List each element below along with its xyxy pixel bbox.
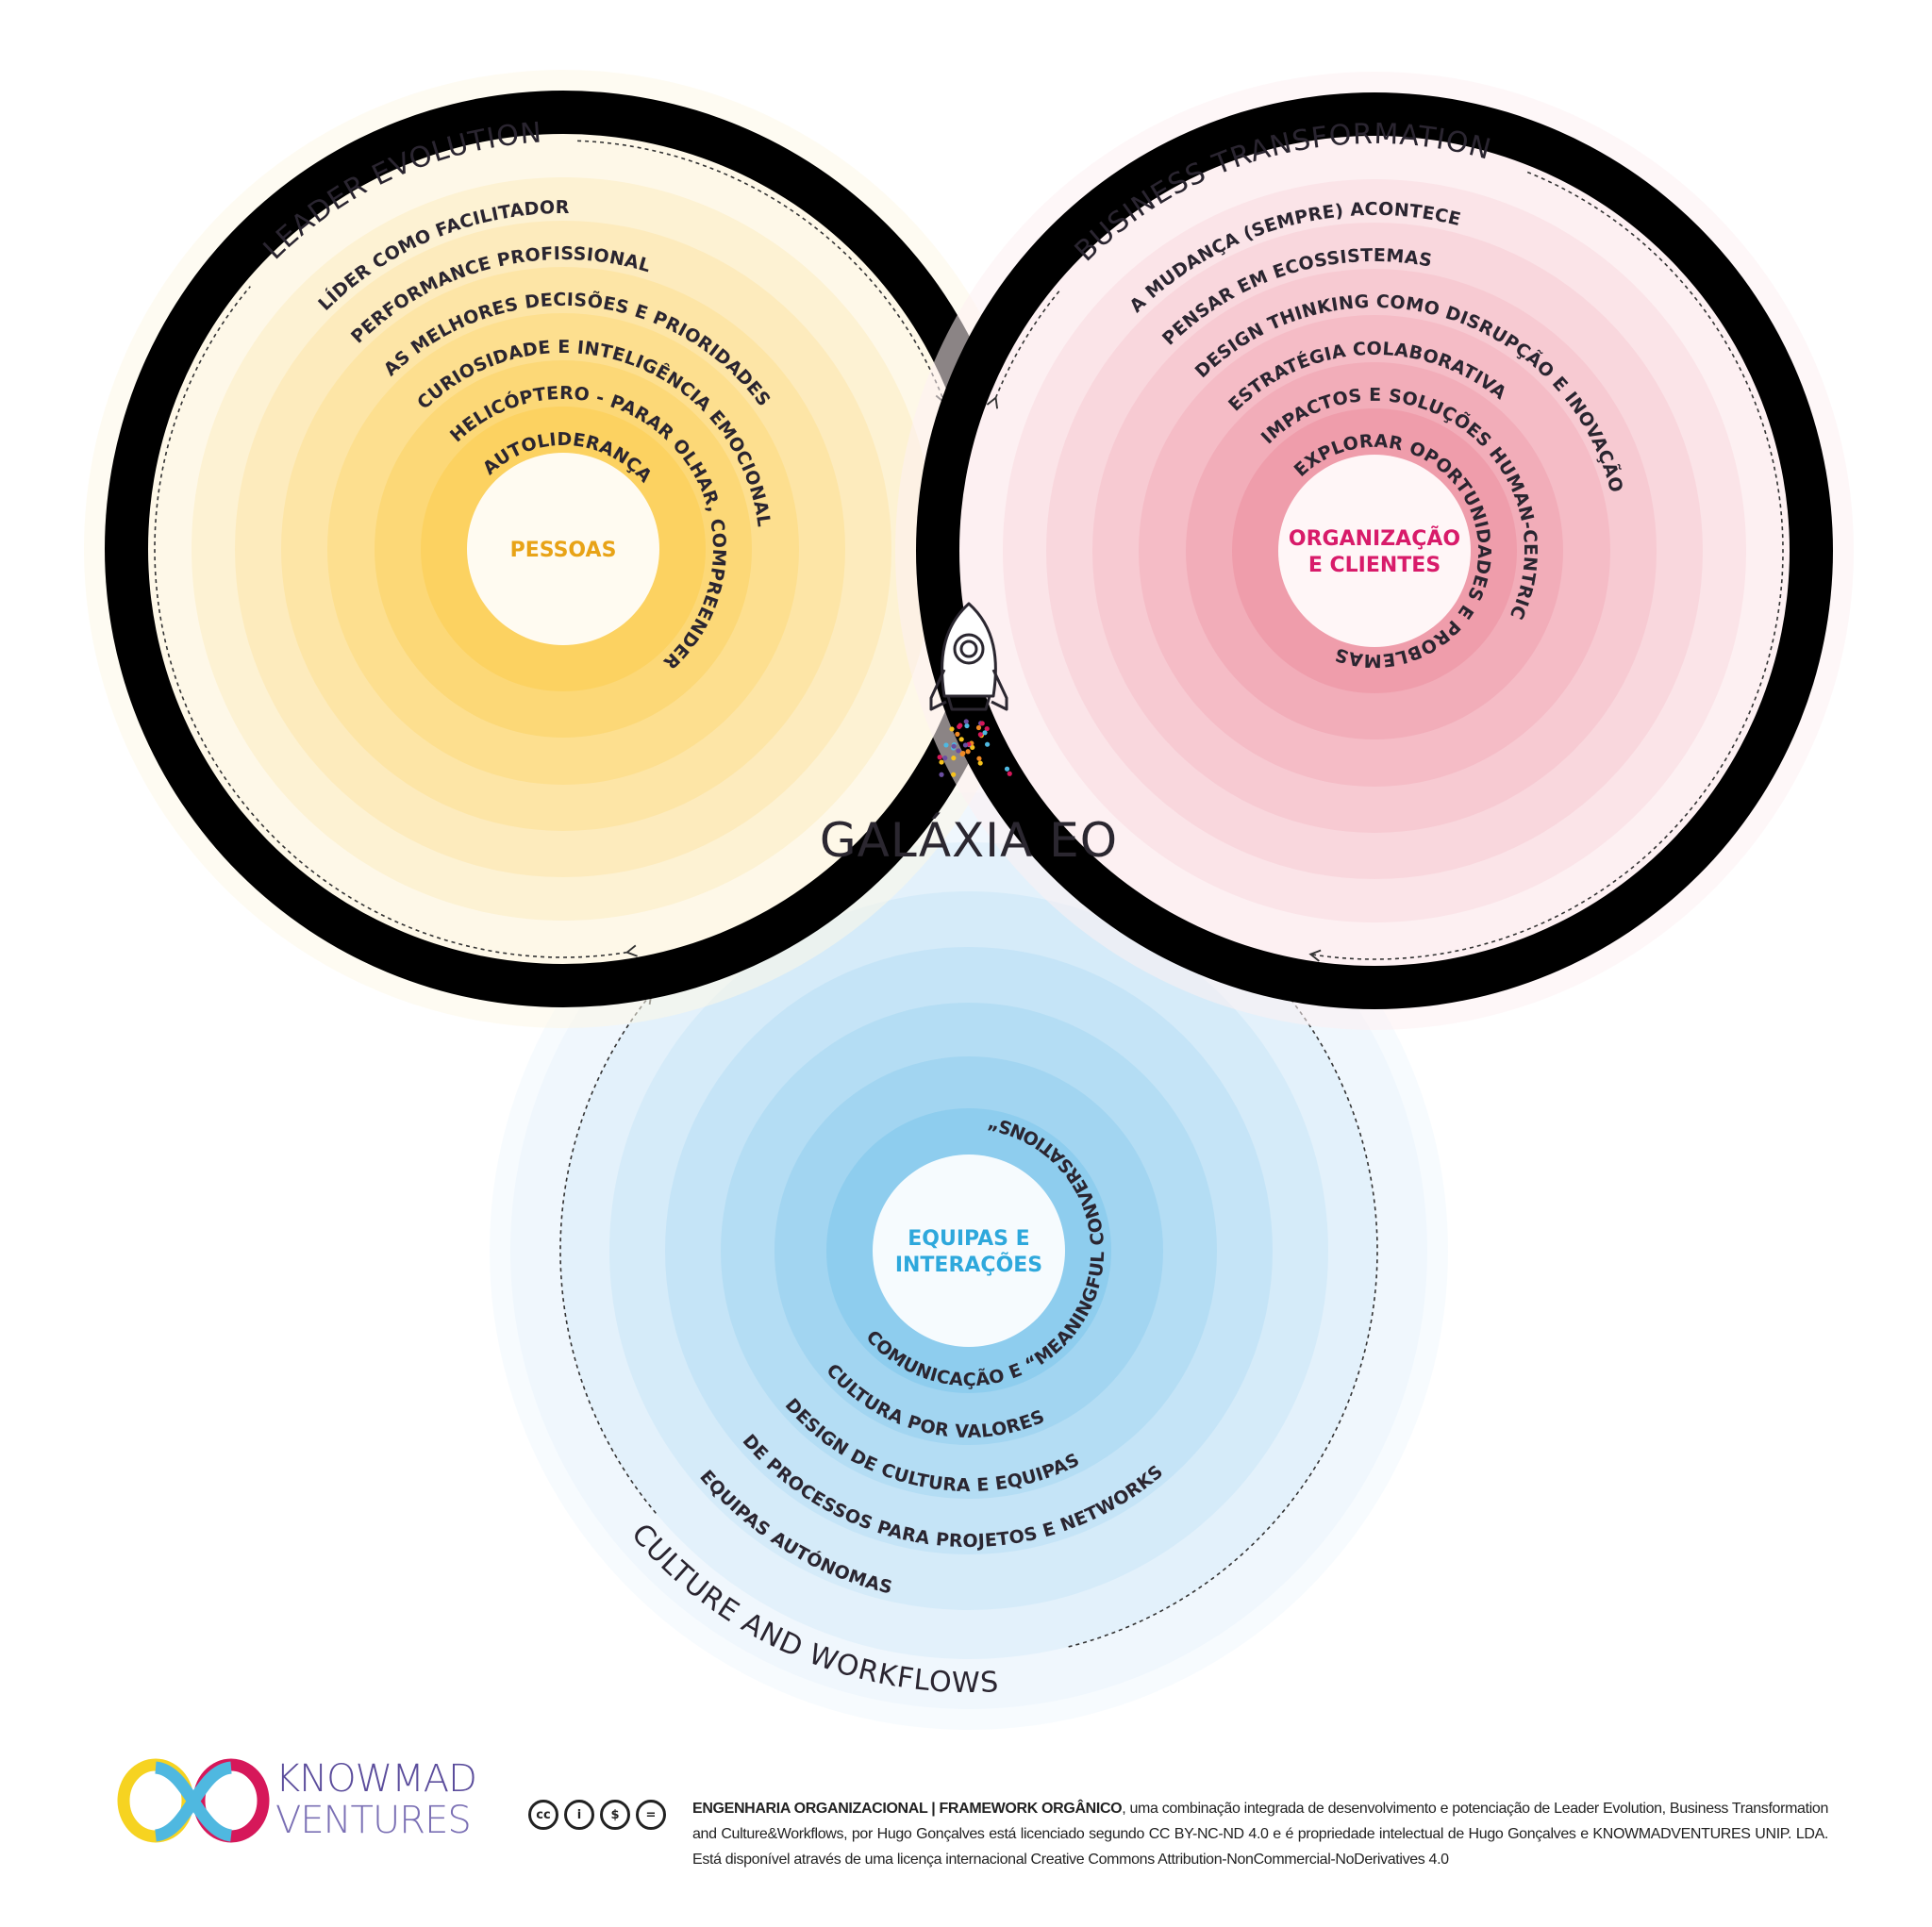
center-label: PESSOAS <box>510 539 617 562</box>
confetti-dot <box>951 743 957 749</box>
confetti-dot <box>975 724 982 731</box>
cc-icon: cc <box>528 1800 558 1830</box>
confetti-dot <box>958 737 964 742</box>
confetti-dot <box>964 723 970 729</box>
brand-line-2: VENTURES <box>275 1799 472 1842</box>
license-title: ENGENHARIA ORGANIZACIONAL | FRAMEWORK OR… <box>692 1801 1123 1817</box>
dashed-flow-arrow <box>559 992 657 1514</box>
noderivatives-icon: = <box>636 1800 666 1830</box>
confetti-dot <box>959 751 965 756</box>
confetti-dot <box>957 723 962 730</box>
center-label: EQUIPAS E <box>908 1227 1029 1251</box>
culture-and-workflows-circle: COMUNICAÇÃO E “MEANINGFUL CONVERSATIONS“… <box>490 772 1448 1730</box>
confetti-dot <box>943 742 949 748</box>
license-text: ENGENHARIA ORGANIZACIONAL | FRAMEWORK OR… <box>692 1796 1828 1872</box>
confetti-dot <box>1004 766 1010 772</box>
confetti-dot <box>965 749 971 755</box>
confetti-dot <box>937 755 942 760</box>
rocket-logo <box>929 602 1012 777</box>
dashed-flow-arrow <box>577 140 947 405</box>
brand-line-1: KNOWMAD <box>275 1757 477 1801</box>
rocket-icon <box>929 602 1008 711</box>
confetti-dot <box>970 744 975 751</box>
confetti-dots <box>937 719 1012 777</box>
confetti-dot <box>976 756 982 761</box>
confetti-dot <box>984 725 990 732</box>
center-label: E CLIENTES <box>1308 554 1441 577</box>
confetti-dot <box>951 772 957 777</box>
license-body: , uma combinação integrada de desenvolvi… <box>692 1801 1828 1868</box>
business-transformation-circle: EXPLORAR OPORTUNIDADES E PROBLEMASIMPACT… <box>895 72 1854 1030</box>
knowmad-ventures-wordmark: KNOWMAD VENTURES <box>275 1757 477 1842</box>
noncommercial-icon: $ <box>600 1800 630 1830</box>
dashed-flow-arrow <box>1067 982 1378 1648</box>
confetti-dot <box>939 772 944 777</box>
attribution-icon: i <box>564 1800 594 1830</box>
confetti-dot <box>939 759 944 765</box>
center-circle <box>1278 455 1471 647</box>
confetti-dot <box>942 756 948 761</box>
confetti-dot <box>982 730 988 736</box>
dashed-flow-arrow <box>986 288 1062 409</box>
creative-commons-icons: cc i $ = <box>528 1800 666 1830</box>
dashed-flow-arrow <box>154 286 638 958</box>
confetti-dot <box>949 726 955 732</box>
center-circle <box>467 453 659 645</box>
confetti-dot <box>962 742 969 748</box>
confetti-dot <box>977 732 983 738</box>
galaxia-eo-title: GALÁXIA EO <box>820 812 1118 868</box>
center-label: INTERAÇÕES <box>895 1253 1042 1277</box>
confetti-dot <box>1007 771 1012 776</box>
confetti-dot <box>963 719 969 724</box>
center-circle <box>873 1155 1065 1347</box>
knowmad-infinity-logo <box>117 1758 270 1843</box>
confetti-dot <box>955 731 960 737</box>
confetti-dot <box>985 741 991 747</box>
confetti-dot <box>956 748 961 754</box>
confetti-dot <box>977 760 983 766</box>
confetti-dot <box>979 721 985 726</box>
confetti-dot <box>951 756 957 761</box>
center-label: ORGANIZAÇÃO <box>1289 526 1460 551</box>
